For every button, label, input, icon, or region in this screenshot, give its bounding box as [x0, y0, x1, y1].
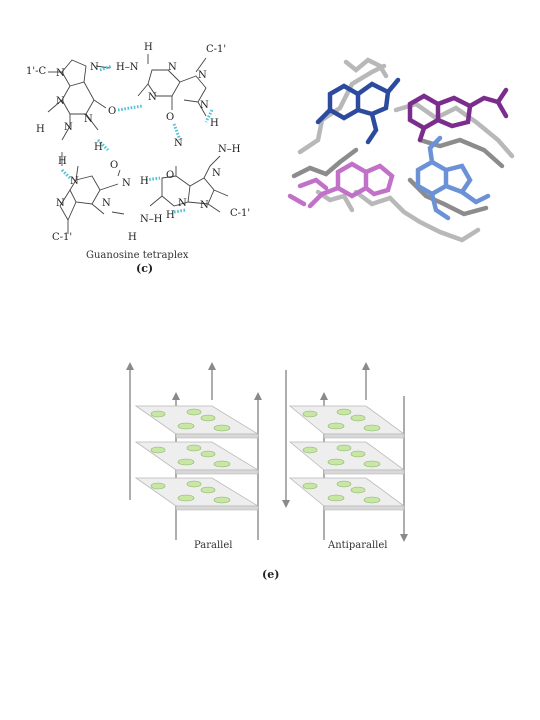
hbond-4: [172, 123, 182, 141]
atom-h-7: H: [128, 232, 137, 243]
atom-n-3: N: [168, 62, 177, 73]
atom-c1-top-right: C-1': [206, 44, 226, 55]
hbond-6: [60, 168, 72, 180]
parallel-stack: Parallel: [126, 362, 262, 551]
guanine-top-right: [137, 54, 207, 117]
atom-n-5: N: [56, 96, 65, 107]
hbond-8: [173, 208, 187, 214]
hbond-3: [96, 138, 110, 152]
atom-h-n-1: H–N: [116, 62, 139, 73]
guanine-top-left: [47, 59, 111, 141]
panel-c-caption: Guanosine tetraplex: [86, 250, 189, 261]
atom-n-8: N: [64, 122, 73, 133]
panel-c-letter: (c): [136, 262, 153, 275]
atom-h-4: H: [58, 156, 67, 167]
plate-parallel-1: [134, 405, 260, 439]
plate-parallel-2: [134, 441, 260, 475]
atom-n-9: N: [84, 114, 93, 125]
plate-antiparallel-1: [288, 405, 406, 439]
atom-c1-top-left: 1'-C: [26, 66, 46, 77]
atom-o-2: O: [166, 112, 174, 123]
parallel-label: Parallel: [194, 540, 233, 551]
atom-n-15: N: [102, 198, 111, 209]
atom-h-5: H: [140, 176, 149, 187]
atom-n-13: N: [122, 178, 131, 189]
atom-o-3: O: [110, 160, 118, 171]
hbond-1: [99, 64, 113, 72]
atom-c1-bottom-left: C-1': [52, 232, 72, 243]
atom-n-10: N: [174, 138, 183, 149]
atom-n-11: N: [212, 168, 221, 179]
atom-n-4: N: [198, 70, 207, 81]
atom-n-h-2: N–H: [140, 214, 163, 225]
atom-n-7: N: [200, 100, 209, 111]
atom-n-17: N: [200, 200, 209, 211]
atom-o-4: O: [166, 170, 174, 181]
atom-h-3: H: [94, 142, 103, 153]
atom-n-16: N: [178, 198, 187, 209]
atom-c1-bottom-right: C-1': [230, 208, 250, 219]
atom-n-14: N: [56, 198, 65, 209]
atom-h-top: H: [144, 42, 153, 53]
atom-h-6: H: [166, 210, 175, 221]
atom-o-1: O: [108, 106, 116, 117]
tetraplex-stick-model: [287, 57, 515, 243]
plate-antiparallel-2: [288, 441, 406, 475]
guanine-bottom-right: [149, 155, 229, 213]
plate-antiparallel-3: [288, 477, 406, 511]
atom-n-1: N: [56, 68, 65, 79]
hbond-7: [145, 176, 161, 182]
atom-n-6: N: [148, 92, 157, 103]
antiparallel-stack: Antiparallel: [282, 362, 408, 551]
plate-parallel-3: [134, 477, 260, 511]
atom-h-2: H: [210, 118, 219, 129]
antiparallel-label: Antiparallel: [327, 540, 388, 551]
atom-n-12: N: [70, 176, 79, 187]
guanine-bottom-left: [59, 152, 125, 234]
guanosine-tetraplex-structure: 1'-C N N H–N H N N C-1' N O N N H N N O …: [26, 42, 250, 275]
atom-n-2: N: [90, 62, 99, 73]
atom-n-h-1: N–H: [218, 144, 241, 155]
hbond-2: [117, 104, 143, 112]
panel-e-letter: (e): [262, 568, 279, 581]
atom-h-1: H: [36, 124, 45, 135]
hbond-5: [204, 109, 214, 123]
hydrogen-bonds: [60, 64, 214, 214]
